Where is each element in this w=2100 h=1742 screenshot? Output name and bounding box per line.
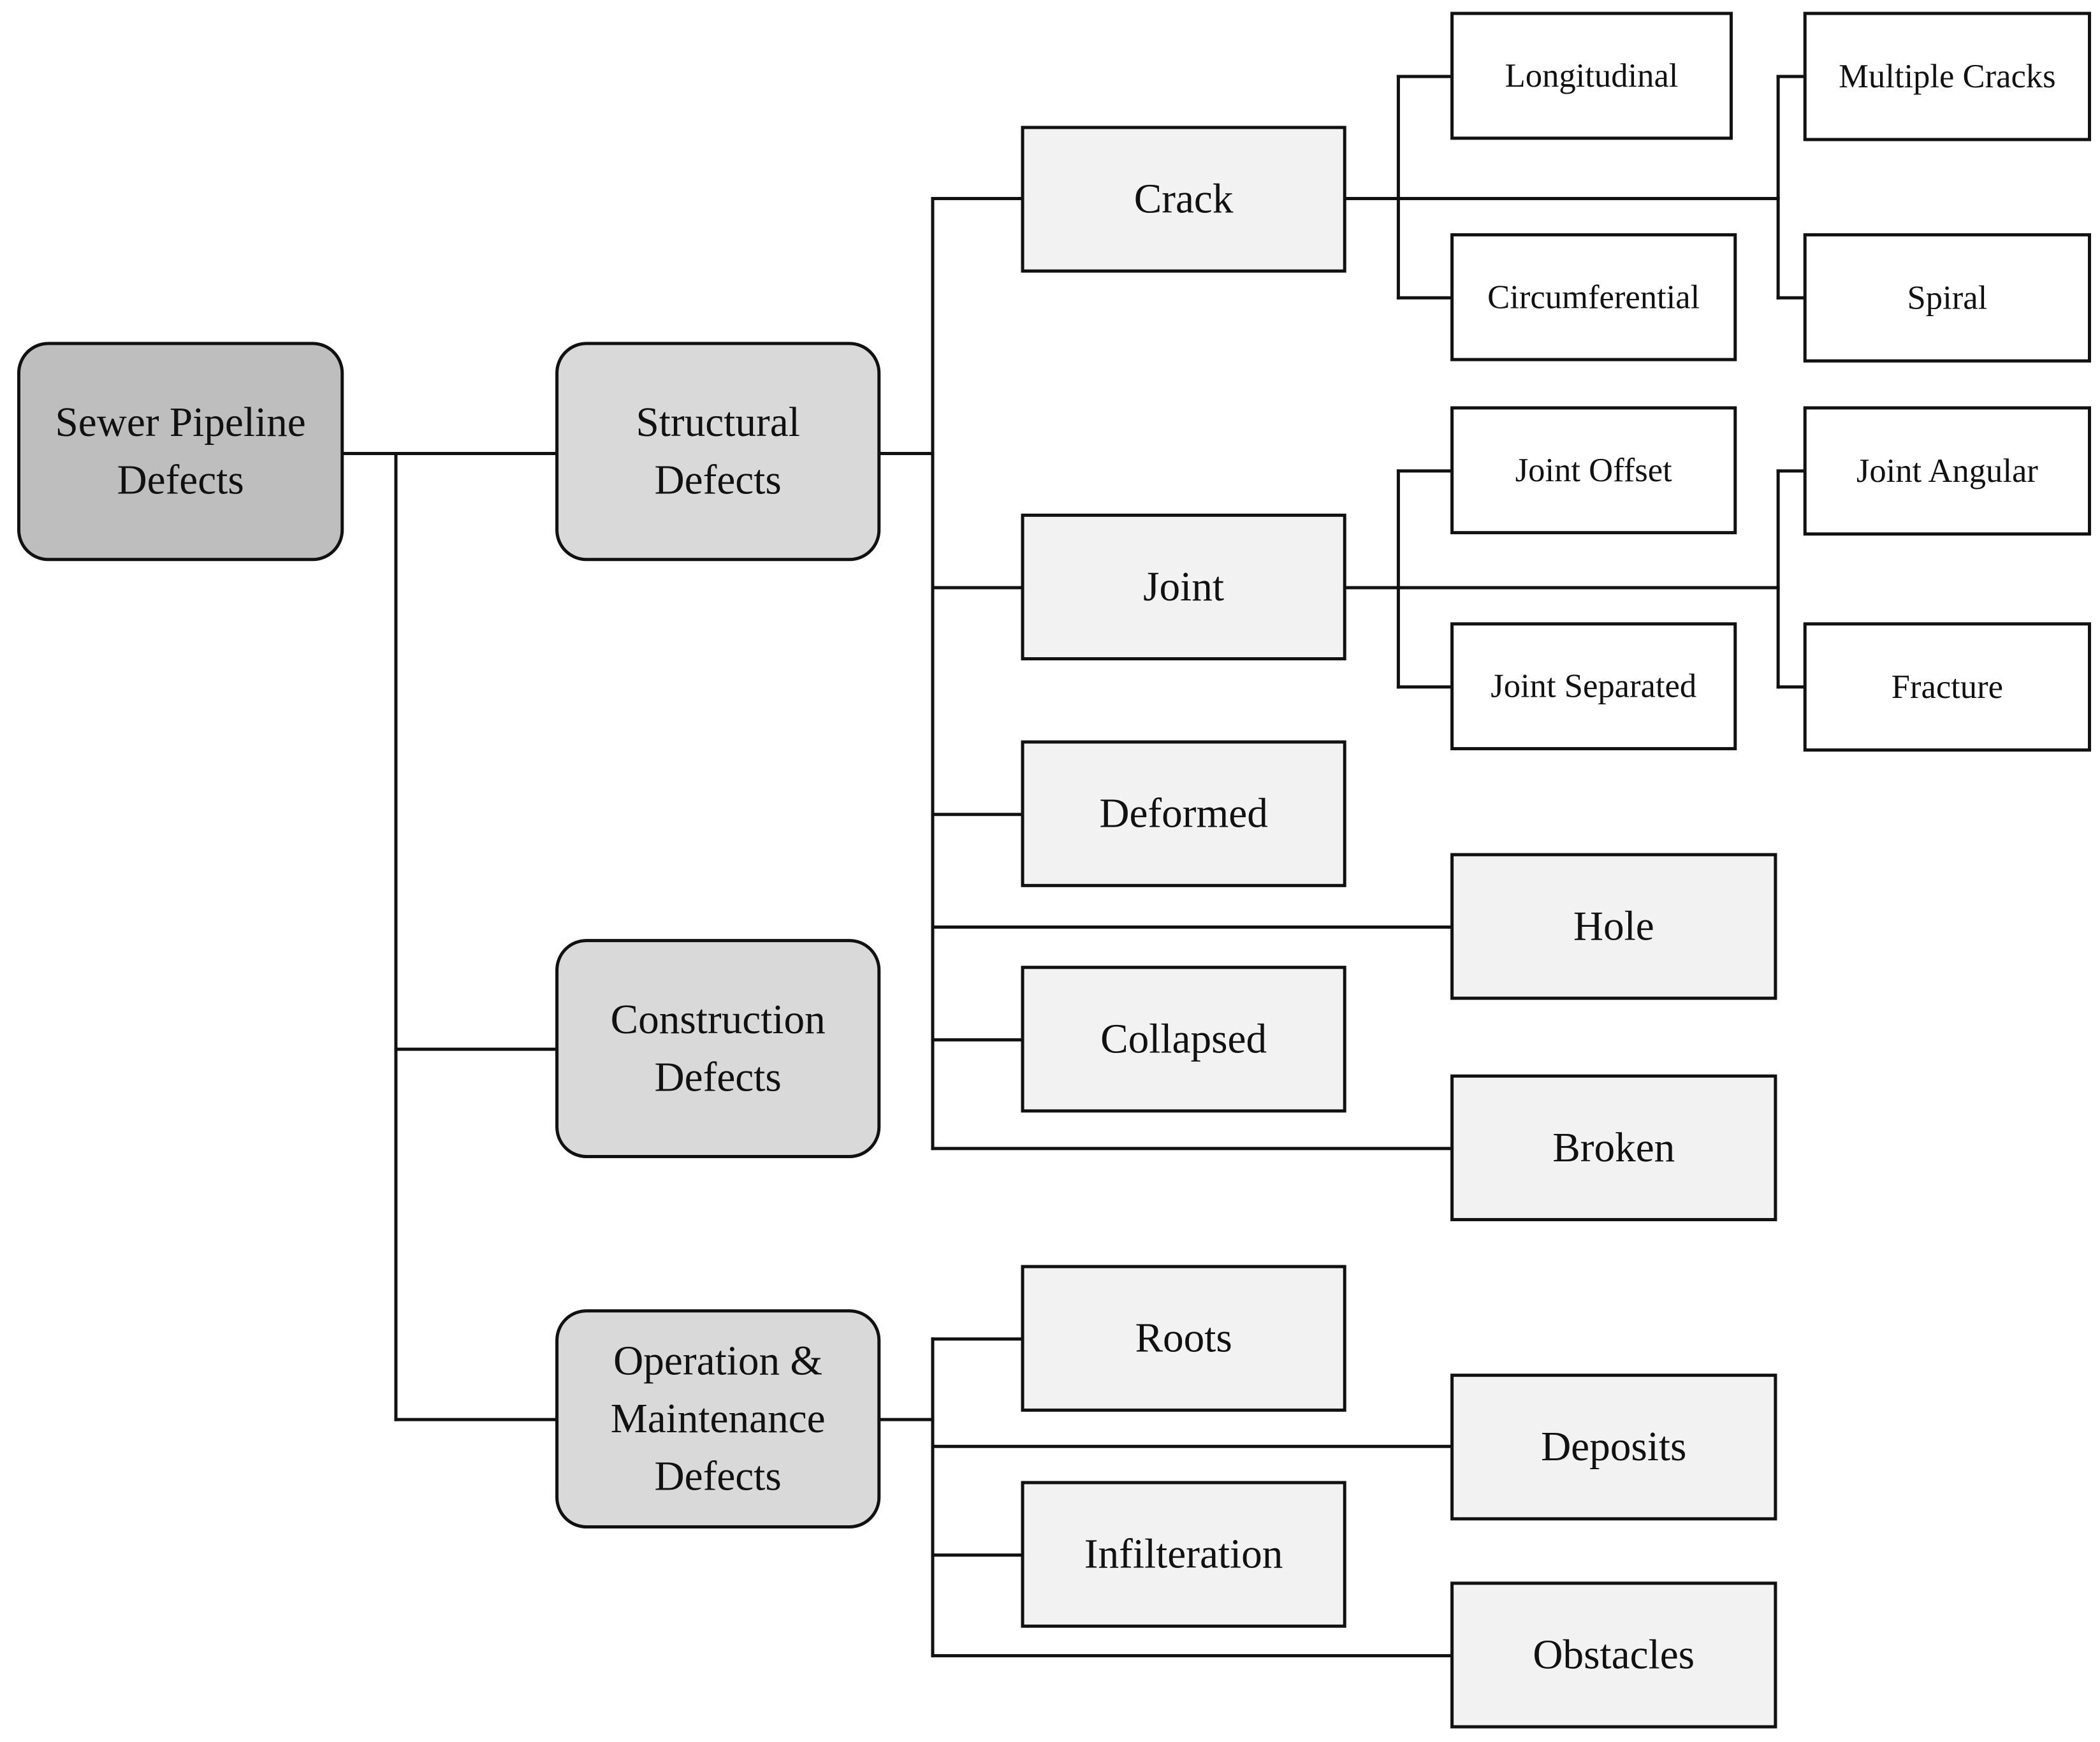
- multiple-cracks-node-box: [1803, 11, 2091, 142]
- collapsed-node-label: Collapsed: [1100, 1016, 1267, 1062]
- crack-node-label: Crack: [1134, 177, 1234, 222]
- infilteration-node: Infilteration: [1021, 1481, 1346, 1628]
- broken-node: Broken: [1450, 1074, 1777, 1221]
- joint-angular-node-label: Joint Angular: [1856, 453, 2038, 490]
- spiral-node-box: [1803, 233, 2091, 363]
- infilteration-node-label: Infilteration: [1084, 1532, 1283, 1578]
- broken-node-label: Broken: [1552, 1125, 1675, 1171]
- deformed-node-box: [1021, 740, 1346, 887]
- fracture-node-label: Fracture: [1892, 669, 2003, 706]
- deposits-node-label: Deposits: [1541, 1424, 1686, 1470]
- longitudinal-node-box: [1450, 11, 1733, 140]
- longitudinal-node: Longitudinal: [1450, 11, 1733, 140]
- roots-node: Roots: [1021, 1265, 1346, 1412]
- circumferential-node: Circumferential: [1450, 233, 1737, 361]
- crack-node-box: [1021, 126, 1346, 273]
- structural-defects-node-label: Defects: [655, 458, 782, 504]
- diagram-nodes: Sewer PipelineDefectsStructuralDefectsCo…: [17, 11, 2091, 1729]
- construction-defects-node-label: Defects: [655, 1054, 782, 1100]
- hole-node: Hole: [1450, 853, 1777, 1000]
- deposits-node: Deposits: [1450, 1374, 1777, 1521]
- collapsed-node: Collapsed: [1021, 966, 1346, 1113]
- hole-node-label: Hole: [1573, 904, 1654, 950]
- operation-maintenance-defects-node-box: [555, 1309, 881, 1528]
- operation-maintenance-defects-node-label: Operation &: [613, 1339, 822, 1384]
- operation-maintenance-defects-node-label: Maintenance: [611, 1396, 826, 1442]
- spiral-node-label: Spiral: [1907, 279, 1988, 316]
- obstacles-node-label: Obstacles: [1533, 1632, 1695, 1678]
- construction-defects-node-box: [555, 939, 881, 1159]
- deformed-node: Deformed: [1021, 740, 1346, 887]
- connector-lines: [340, 75, 1807, 1658]
- multiple-cracks-node-label: Multiple Cracks: [1839, 58, 2055, 95]
- root-node-box: [17, 342, 344, 562]
- joint-node-box: [1021, 513, 1346, 661]
- deformed-node-label: Deformed: [1099, 791, 1268, 837]
- fracture-node-box: [1803, 622, 2091, 752]
- hole-node-box: [1450, 853, 1777, 1000]
- crack-node: Crack: [1021, 126, 1346, 273]
- roots-node-box: [1021, 1265, 1346, 1412]
- joint-offset-node-box: [1450, 406, 1737, 535]
- construction-defects-node-label: Construction: [611, 997, 826, 1043]
- fracture-node: Fracture: [1803, 622, 2091, 752]
- root-node-label: Sewer Pipeline: [55, 400, 306, 446]
- joint-offset-node: Joint Offset: [1450, 406, 1737, 535]
- joint-node: Joint: [1021, 513, 1346, 661]
- joint-separated-node: Joint Separated: [1450, 622, 1737, 751]
- circumferential-node-label: Circumferential: [1487, 279, 1700, 316]
- joint-angular-node: Joint Angular: [1803, 406, 2091, 536]
- roots-node-label: Roots: [1135, 1316, 1232, 1361]
- structural-defects-node-label: Structural: [636, 400, 800, 446]
- deposits-node-box: [1450, 1374, 1777, 1521]
- root-node-label: Defects: [117, 458, 244, 504]
- spiral-node: Spiral: [1803, 233, 2091, 363]
- joint-separated-node-box: [1450, 622, 1737, 751]
- multiple-cracks-node: Multiple Cracks: [1803, 11, 2091, 142]
- joint-node-label: Joint: [1143, 564, 1224, 610]
- longitudinal-node-label: Longitudinal: [1505, 57, 1679, 94]
- structural-defects-node-box: [555, 342, 881, 562]
- circumferential-node-box: [1450, 233, 1737, 361]
- joint-offset-node-label: Joint Offset: [1515, 452, 1672, 489]
- joint-separated-node-label: Joint Separated: [1491, 668, 1696, 705]
- collapsed-node-box: [1021, 966, 1346, 1113]
- operation-maintenance-defects-node-label: Defects: [655, 1454, 782, 1500]
- joint-angular-node-box: [1803, 406, 2091, 536]
- infilteration-node-box: [1021, 1481, 1346, 1628]
- broken-node-box: [1450, 1074, 1777, 1221]
- obstacles-node: Obstacles: [1450, 1581, 1777, 1729]
- obstacles-node-box: [1450, 1581, 1777, 1729]
